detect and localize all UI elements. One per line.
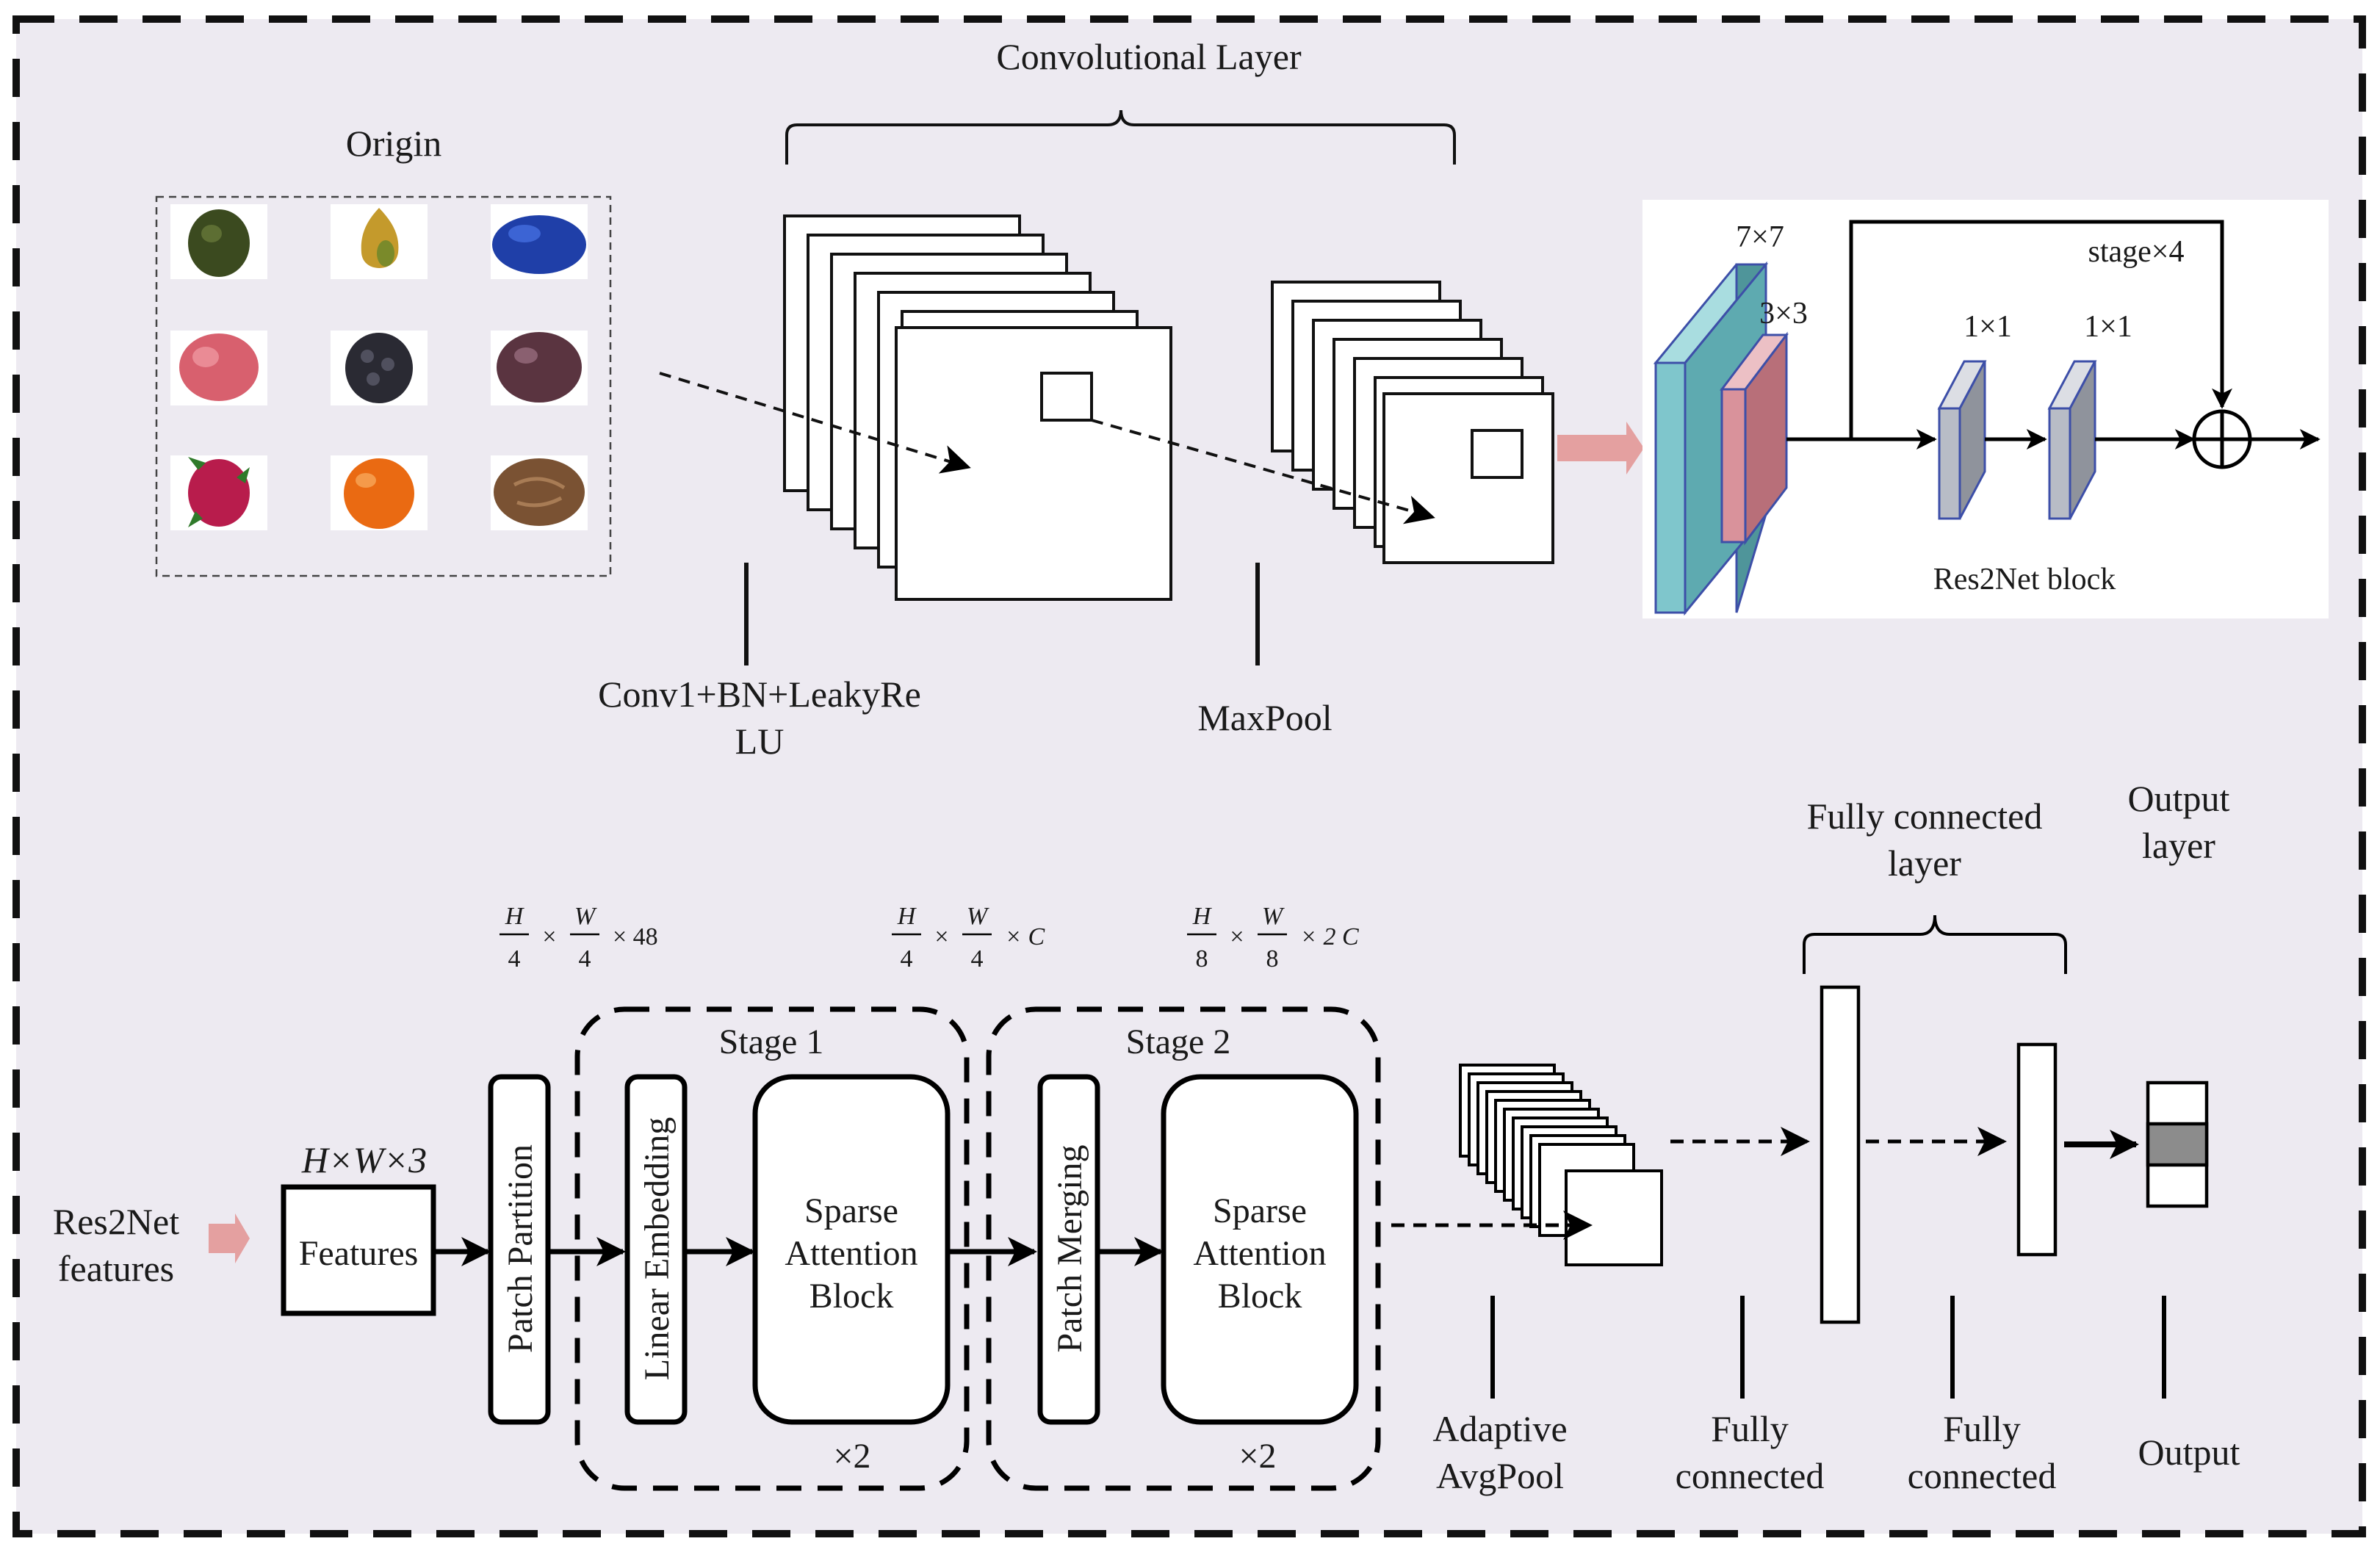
svg-text:4: 4	[579, 945, 591, 973]
stage1-title: Stage 1	[719, 1022, 824, 1061]
stage2-frame	[986, 1006, 1381, 1491]
stage1-repeat: ×2	[833, 1437, 870, 1476]
fruit-grid	[170, 204, 588, 530]
sab2-line1: Sparse	[1213, 1191, 1307, 1230]
svg-text:4: 4	[901, 945, 913, 973]
fruit-walnut	[494, 458, 585, 526]
fc-header-line1: Fully connected	[1807, 795, 2043, 837]
svg-text:W: W	[1262, 903, 1285, 930]
avgpool-feature-stack	[1459, 1064, 1663, 1266]
conv1-label-line1: Conv1+BN+LeakyRe	[598, 674, 921, 715]
res2net-k3-label: 3×3	[1759, 297, 1808, 331]
svg-text:× 48: × 48	[613, 923, 658, 950]
input-label-line1: Res2Net	[53, 1201, 179, 1242]
svg-text:W: W	[967, 903, 989, 930]
fc1-label-line1: Fully	[1711, 1408, 1789, 1449]
svg-text:H: H	[897, 903, 917, 930]
svg-text:8: 8	[1196, 945, 1208, 973]
conv-layer-brace	[785, 109, 1456, 165]
svg-text:8: 8	[1266, 945, 1279, 973]
res2net-k7-label: 7×7	[1736, 220, 1784, 254]
fruit-blueberry	[492, 215, 586, 274]
fruit-plum	[497, 332, 582, 403]
res2net-k1a-label: 1×1	[1964, 310, 2012, 344]
sab1-line1: Sparse	[804, 1191, 898, 1230]
origin-label: Origin	[346, 123, 442, 164]
linear-embedding-label: Linear Embedding	[638, 1117, 677, 1381]
fruit-lychee	[179, 333, 259, 401]
out-header-line1: Output	[2128, 778, 2230, 819]
sparse-attention-block-2	[1161, 1074, 1359, 1425]
stage1-frame	[574, 1006, 970, 1491]
fc2-label-line2: connected	[1908, 1455, 2057, 1496]
fruit-dragon-fruit	[188, 459, 250, 527]
fc-layer-brace	[1803, 914, 2067, 974]
output-highlight-cell	[2146, 1122, 2209, 1167]
svg-text:× 2 C: × 2 C	[1300, 923, 1359, 950]
res2net-block-label: Res2Net block	[1933, 563, 2116, 596]
dim-annotation-2: H 4 × W 4 × C	[892, 903, 1045, 973]
to-res2net-arrow	[1557, 422, 1644, 475]
fc-header-line2: layer	[1888, 843, 1961, 884]
dims-input-label: H×W×3	[301, 1139, 427, 1180]
fc1-label-line2: connected	[1676, 1455, 1825, 1496]
input-arrow	[209, 1213, 250, 1263]
output-vector	[2146, 1080, 2209, 1208]
res2net-conv1a-block	[1938, 407, 1961, 520]
svg-text:H: H	[505, 903, 525, 930]
svg-text:4: 4	[508, 945, 521, 973]
svg-text:4: 4	[971, 945, 984, 973]
svg-text:H: H	[1192, 903, 1213, 930]
res2net-stage-label: stage×4	[2088, 235, 2185, 269]
svg-text:× C: × C	[1005, 923, 1045, 950]
conv-feature-stack	[783, 214, 1172, 601]
fc2-bar	[2016, 1042, 2058, 1257]
dim-annotation-3: H 8 × W 8 × 2 C	[1187, 903, 1359, 973]
dim-annotation-1: H 4 × W 4 × 48	[500, 903, 658, 973]
avgpool-label-line1: Adaptive	[1432, 1408, 1567, 1449]
features-box	[281, 1184, 436, 1316]
patch-merging-label: Patch Merging	[1050, 1144, 1089, 1352]
svg-text:×: ×	[542, 923, 556, 950]
res2net-conv1b-block	[2048, 407, 2071, 520]
sab2-line3: Block	[1218, 1277, 1302, 1316]
output-label: Output	[2138, 1432, 2240, 1473]
res2net-k1b-label: 1×1	[2084, 310, 2132, 344]
svg-text:W: W	[574, 903, 597, 930]
maxpool-label: MaxPool	[1197, 697, 1332, 738]
sab1-line2: Attention	[785, 1234, 917, 1273]
features-label: Features	[299, 1234, 419, 1273]
res2net-skip-connection	[1849, 220, 2232, 439]
fruit-blackberry	[345, 333, 413, 403]
stage2-title: Stage 2	[1126, 1022, 1231, 1061]
sab2-line2: Attention	[1193, 1234, 1326, 1273]
fc1-bar	[1820, 985, 1861, 1324]
res2net-panel: 7×7 3×3 1×1 1×1 stage×4 Res2Net block	[1642, 200, 2329, 618]
conv-layer-label: Convolutional Layer	[996, 36, 1302, 77]
maxpool-feature-stack	[1271, 281, 1554, 564]
out-header-line2: layer	[2142, 825, 2215, 866]
stage2-repeat: ×2	[1238, 1437, 1276, 1476]
conv1-label-line2: LU	[735, 721, 785, 762]
avgpool-label-line2: AvgPool	[1436, 1455, 1564, 1496]
svg-text:×: ×	[1230, 923, 1244, 950]
patch-partition-label: Patch Partition	[501, 1144, 540, 1353]
origin-image-box	[155, 195, 612, 577]
svg-text:×: ×	[934, 923, 948, 950]
input-label-line2: features	[58, 1248, 174, 1289]
fruit-avocado	[188, 209, 250, 277]
origin-to-conv-arrow	[659, 372, 971, 474]
sab1-line3: Block	[809, 1277, 894, 1316]
fruit-tangerine	[344, 458, 414, 529]
fc2-label-line1: Fully	[1943, 1408, 2021, 1449]
res2net-conv3-block	[1720, 388, 1747, 544]
